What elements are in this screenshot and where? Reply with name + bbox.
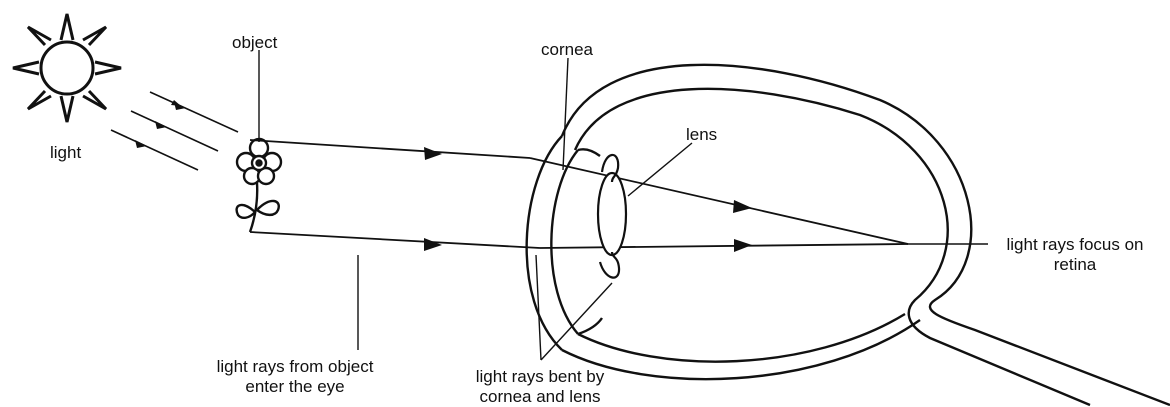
label-bent-line2: cornea and lens <box>440 387 640 407</box>
label-object: object <box>232 33 277 53</box>
lens <box>598 173 626 255</box>
label-lens: lens <box>686 125 717 145</box>
rays <box>250 140 908 248</box>
flower-icon <box>237 139 281 232</box>
ray-arrowheads <box>424 147 752 252</box>
label-enter-line1: light rays from object <box>190 357 400 377</box>
label-bent-line1: light rays bent by <box>440 367 640 387</box>
label-bent: light rays bent by cornea and lens <box>440 367 640 407</box>
label-enter-eye: light rays from object enter the eye <box>190 357 400 397</box>
label-retina-line2: retina <box>990 255 1160 275</box>
label-retina: light rays focus on retina <box>990 235 1160 275</box>
label-enter-line2: enter the eye <box>190 377 400 397</box>
label-cornea: cornea <box>541 40 593 60</box>
incident-light-arrowheads <box>135 100 186 148</box>
label-retina-line1: light rays focus on <box>990 235 1160 255</box>
sun-icon <box>13 14 121 122</box>
label-light: light <box>50 143 81 163</box>
